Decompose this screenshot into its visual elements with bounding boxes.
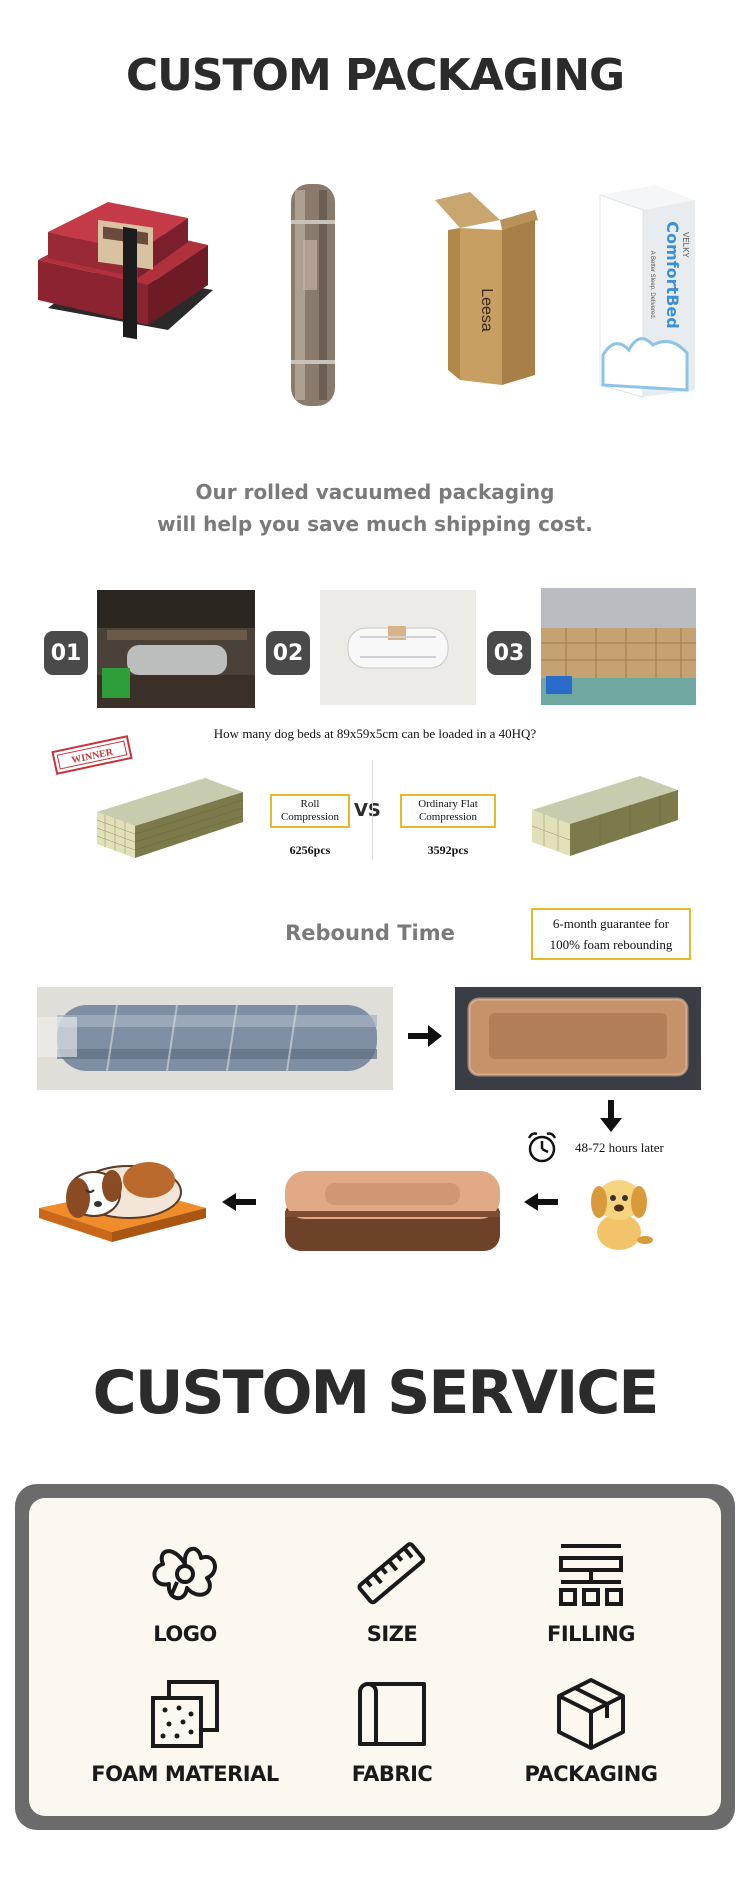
photo-step-1-factory xyxy=(97,590,255,708)
box-product: ComfortBed xyxy=(663,221,682,328)
packaging-tagline-2: will help you save much shipping cost. xyxy=(157,512,593,536)
photo-rolled-bed xyxy=(283,180,343,410)
service-label-foam-material: FOAM MATERIAL xyxy=(91,1762,279,1786)
service-label-filling: FILLING xyxy=(546,1622,636,1646)
hours-later: 48-72 hours later xyxy=(575,1140,664,1155)
photo-carton-box: Leesa xyxy=(430,190,540,390)
roll-label-line-2: Compression xyxy=(280,811,340,823)
service-title: CUSTOM SERVICE xyxy=(92,1358,660,1428)
arrow-left-icon-2 xyxy=(524,1193,558,1216)
comparison-divider xyxy=(372,760,373,860)
flat-count: 3592pcs xyxy=(427,843,469,857)
flat-compression-label: Ordinary Flat Compression xyxy=(400,794,496,828)
guarantee-line-2: 100% foam rebounding xyxy=(549,937,673,952)
puppy-illustration xyxy=(583,1170,655,1252)
flat-container-graphic xyxy=(530,768,680,860)
arrow-down-icon xyxy=(600,1100,622,1137)
box-brand: VELKY xyxy=(681,232,690,258)
service-label-size: SIZE xyxy=(366,1622,418,1646)
photo-unrolled-bed xyxy=(455,987,701,1090)
service-item-foam-material: FOAM MATERIAL xyxy=(75,1674,295,1786)
service-item-filling: FILLING xyxy=(481,1534,701,1646)
service-item-logo: LOGO xyxy=(75,1534,295,1646)
sleeping-dog-illustration xyxy=(34,1150,209,1245)
photo-rolled-foam xyxy=(37,987,393,1090)
photo-step-2-rolled xyxy=(320,590,476,705)
roll-container-graphic xyxy=(95,770,245,862)
arrow-left-icon-1 xyxy=(222,1193,256,1216)
foam-material-icon xyxy=(151,1680,219,1748)
alarm-clock-icon xyxy=(526,1130,558,1169)
carton-brand: Leesa xyxy=(478,288,495,332)
flat-label-line-2: Compression xyxy=(418,811,478,823)
service-label-logo: LOGO xyxy=(153,1622,217,1646)
guarantee-line-1: 6-month guarantee for xyxy=(552,916,670,931)
roll-label-line-1: Roll xyxy=(300,798,320,810)
winner-stamp: WINNER xyxy=(50,732,134,778)
finished-dog-bed xyxy=(280,1163,505,1255)
service-panel: LOGO SIZE xyxy=(15,1484,735,1830)
logo-flower-icon xyxy=(152,1547,217,1600)
step-number-1: 01 xyxy=(44,631,88,675)
guarantee-box: 6-month guarantee for 100% foam reboundi… xyxy=(531,908,691,960)
fabric-roll-icon xyxy=(358,1682,426,1746)
service-label-fabric: FABRIC xyxy=(351,1762,433,1786)
photo-comfortbed-box: ComfortBed VELKY A Better Sleep. Deliver… xyxy=(595,185,700,400)
service-item-packaging: PACKAGING xyxy=(481,1674,701,1786)
rebound-title: Rebound Time xyxy=(285,921,455,945)
box-slogan: A Better Sleep. Delivered. xyxy=(649,251,655,320)
service-panel-inner: LOGO SIZE xyxy=(29,1498,721,1816)
packaging-tagline-1: Our rolled vacuumed packaging xyxy=(195,480,555,504)
arrow-right-icon xyxy=(408,1025,442,1052)
filling-layers-icon xyxy=(559,1544,623,1606)
step-number-3: 03 xyxy=(487,631,531,675)
loading-question: How many dog beds at 89x59x5cm can be lo… xyxy=(213,726,537,741)
roll-count: 6256pcs xyxy=(289,843,331,857)
photo-step-3-warehouse xyxy=(541,588,696,705)
service-label-packaging: PACKAGING xyxy=(524,1762,658,1786)
service-item-size: SIZE xyxy=(282,1534,502,1646)
service-item-fabric: FABRIC xyxy=(282,1674,502,1786)
roll-compression-label: Roll Compression xyxy=(270,794,350,828)
package-box-icon xyxy=(557,1678,625,1750)
flat-label-line-1: Ordinary Flat xyxy=(418,798,478,810)
vs-label: VS xyxy=(354,800,381,821)
ruler-icon xyxy=(357,1542,426,1605)
step-number-2: 02 xyxy=(266,631,310,675)
packaging-title: CUSTOM PACKAGING xyxy=(125,50,625,101)
photo-red-bed-package xyxy=(28,190,223,350)
